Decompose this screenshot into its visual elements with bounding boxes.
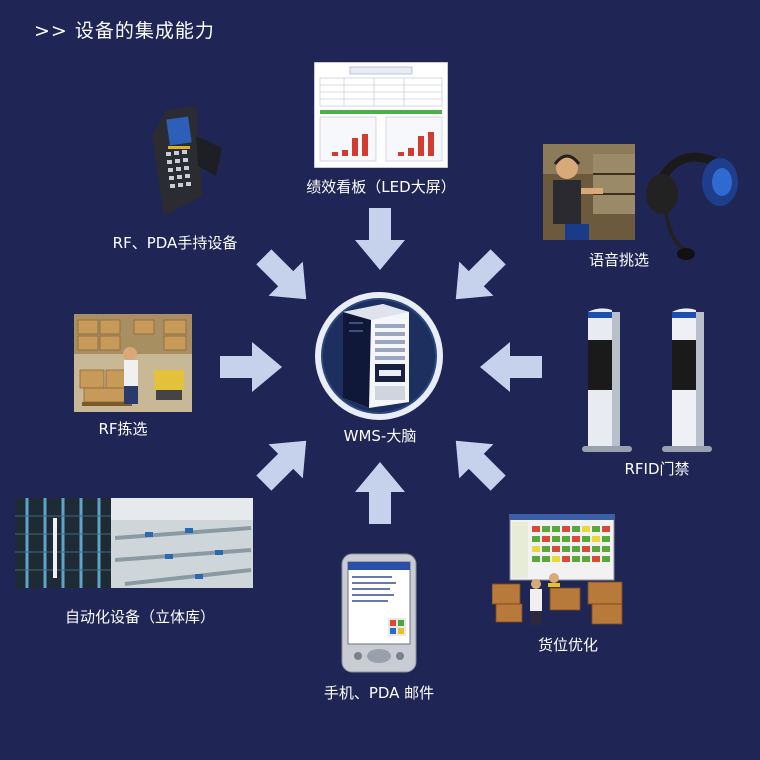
arrow-right: [480, 342, 542, 392]
node-slot-label: 货位优化: [537, 636, 599, 654]
node-rf-pick-label: RF拣选: [98, 420, 148, 438]
arrow-left: [220, 342, 282, 392]
slot-optimization-image[interactable]: [492, 514, 626, 626]
node-rfid-label: RFID门禁: [624, 460, 690, 478]
node-mobile-label: 手机、PDA 邮件: [323, 684, 435, 702]
arrow-bottom-right: [447, 432, 507, 492]
mobile-pda-image[interactable]: [340, 552, 418, 674]
arrow-top-left: [255, 248, 315, 308]
node-auto-label: 自动化设备（立体库）: [64, 608, 216, 626]
voice-headset-image[interactable]: [640, 142, 744, 266]
node-rf-pda-label: RF、PDA手持设备: [112, 234, 238, 252]
page-title: >> 设备的集成能力: [34, 20, 215, 42]
rf-pda-handheld-image[interactable]: [146, 106, 224, 222]
rf-picking-image[interactable]: [74, 314, 192, 412]
arrow-top-right: [447, 248, 507, 308]
arrow-bottom: [355, 462, 405, 524]
center-label: WMS-大脑: [343, 427, 417, 445]
led-dashboard-image[interactable]: [314, 62, 448, 168]
arrow-bottom-left: [255, 432, 315, 492]
wms-server-icon[interactable]: [313, 290, 445, 422]
voice-picking-image[interactable]: [543, 144, 635, 240]
node-led-label: 绩效看板（LED大屏）: [306, 178, 456, 196]
automation-image[interactable]: [15, 498, 253, 588]
rfid-gate-image[interactable]: [578, 306, 716, 454]
node-voice-label: 语音挑选: [588, 251, 650, 269]
arrow-top: [355, 208, 405, 270]
